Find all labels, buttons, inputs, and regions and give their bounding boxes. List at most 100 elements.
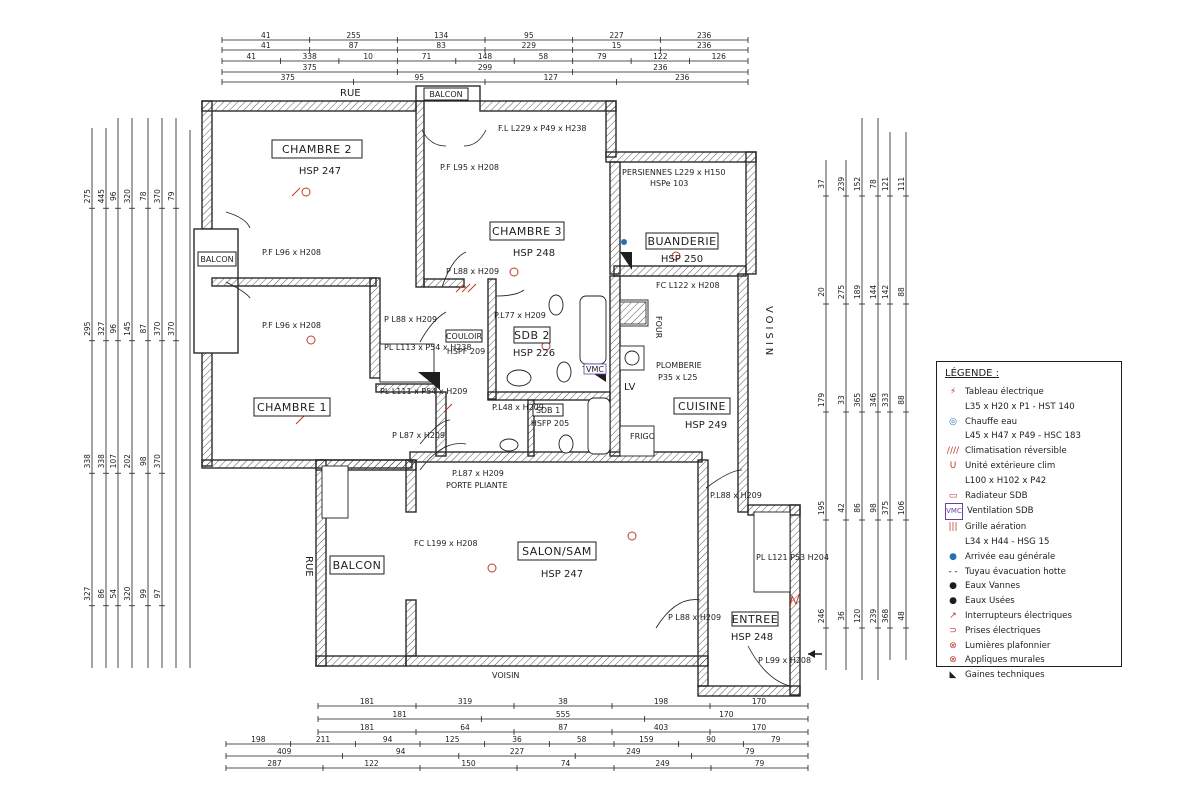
dimension-label: 227 [510, 747, 525, 756]
dimension-label: 106 [897, 501, 906, 516]
dimension-label: 38 [558, 697, 568, 706]
room-name-couloir: COULOIR [446, 332, 483, 341]
dimension-label: 121 [881, 177, 890, 192]
room-hsp-entree: HSP 248 [731, 632, 773, 643]
room-labels: CHAMBRE 2 HSP 247 CHAMBRE 3 HSP 248 CHAM… [197, 87, 779, 643]
legend-item: ◎Chauffe eau [945, 415, 1113, 430]
dimension-label: 170 [752, 723, 767, 732]
dimension-label: 88 [897, 395, 906, 405]
legend-item-text: Climatisation réversible [965, 446, 1067, 457]
dimension-label: 78 [869, 179, 878, 189]
label-porte-pliante: PORTE PLIANTE [446, 481, 508, 490]
legend-item-text: Gaines techniques [965, 670, 1045, 681]
opening-placard-2: PL L111 x P54 x H209 [380, 387, 467, 396]
arrivee-eau-icon: ● [949, 551, 957, 562]
opening-door-entree-b: P L88 x H209 [668, 613, 721, 622]
prise-icon: ⊃ [949, 625, 957, 636]
bathtub-icon [579, 295, 607, 365]
legend-item: L34 x H44 - HSG 15 [945, 535, 1113, 550]
legend-title: LÉGENDE : [945, 368, 1000, 379]
legend-item: ▭Radiateur SDB [945, 489, 1113, 504]
dimension-label: 88 [897, 287, 906, 297]
dimension-label: 134 [434, 31, 449, 40]
room-name-entree: ENTREE [732, 613, 778, 626]
climatisation-marks [291, 187, 681, 573]
opening-door-chambre-1: P L87 x H209 [392, 431, 445, 440]
right-dimensions: 3720179195246239275334236152189365861207… [817, 118, 909, 680]
eaux-vannes-icon: ● [949, 581, 957, 592]
room-hsp-buanderie: HSP 250 [661, 254, 703, 265]
dimension-label: 99 [139, 589, 148, 599]
opening-annotations: F.L L229 x P49 x H238 P.F L95 x H208 PER… [262, 124, 829, 665]
grille-aeration-icon: ||| [948, 522, 958, 533]
dimension-label: 98 [139, 456, 148, 466]
label-frigo: FRIGO [630, 432, 655, 441]
dimension-label: 327 [97, 321, 106, 336]
label-rue-top: RUE [340, 88, 361, 99]
legend-item-text: Tuyau évacuation hotte [965, 566, 1066, 577]
dimension-label: 127 [544, 73, 559, 82]
legend-item: ●Eaux Usées [945, 594, 1113, 609]
dimension-label: 142 [881, 285, 890, 300]
gaine-technique-icon [620, 252, 632, 270]
dimension-label: 179 [817, 393, 826, 408]
dimension-label: 120 [853, 609, 862, 624]
dimension-label: 338 [303, 52, 318, 61]
eaux-usees-icon: ● [949, 596, 957, 607]
doors [225, 129, 791, 687]
dimension-label: 79 [745, 747, 755, 756]
room-name-buanderie: BUANDERIE [647, 235, 716, 248]
tuyau-evacuation-icon: - - [948, 566, 958, 577]
dimension-label: 287 [267, 759, 282, 768]
dimension-label: 370 [153, 189, 162, 204]
legend-item: ◣Gaines techniques [945, 668, 1113, 683]
dimension-label: 445 [97, 189, 106, 204]
dimension-label: 54 [109, 589, 118, 599]
opening-door-entree-a: P.L88 x H209 [710, 491, 762, 500]
dimension-label: 48 [897, 611, 906, 621]
dimension-label: 122 [364, 759, 379, 768]
opening-persiennes: PERSIENNES L229 x H150 [622, 168, 725, 177]
legend-item-text: L100 x H102 x P42 [965, 475, 1047, 486]
label-voisin-right: VOISIN [763, 306, 774, 358]
legend-item-text: Eaux Vannes [965, 581, 1021, 592]
dimension-label: 94 [383, 735, 393, 744]
tableau-electrique-icon [789, 591, 801, 609]
dimension-label: 198 [251, 735, 266, 744]
dimension-label: 126 [712, 52, 727, 61]
legend-item-text: Appliques murales [965, 655, 1045, 666]
room-name-chambre-3: CHAMBRE 3 [492, 225, 562, 238]
toilet-icon [556, 361, 572, 383]
dimension-label: 333 [881, 393, 890, 408]
opening-pf-chambre-1: P.F L96 x H208 [262, 321, 321, 330]
legend-item-text: Radiateur SDB [965, 490, 1028, 501]
opening-door-salon: P.L87 x H209 [452, 469, 504, 478]
dimension-label: 255 [346, 31, 361, 40]
opening-door-sdb-1: P.L48 x H209 [492, 403, 544, 412]
dimension-label: 98 [869, 503, 878, 513]
interrupteur-icon: ↗ [949, 610, 957, 621]
label-voisin-bottom: VOISIN [492, 671, 519, 680]
legend-item-text: Grille aération [965, 522, 1027, 533]
dimension-label: 64 [460, 723, 470, 732]
dimension-label: 94 [396, 747, 406, 756]
legend-item: ●Arrivée eau générale [945, 550, 1113, 565]
dimension-label: 79 [167, 191, 176, 201]
fixtures [321, 239, 801, 609]
dimension-label: 370 [167, 321, 176, 336]
legend-item: ////Climatisation réversible [945, 444, 1113, 459]
left-dim-labels: 2752953383274453273388696961075432014520… [83, 189, 179, 607]
left-dimensions: 2752953383274453273388696961075432014520… [83, 118, 191, 668]
room-name-sdb-1: SDB 1 [536, 406, 560, 415]
room-hsp-couloir: HSPF 209 [447, 347, 485, 356]
gaine-technique-icon [418, 372, 440, 390]
toilet-icon [548, 294, 564, 316]
